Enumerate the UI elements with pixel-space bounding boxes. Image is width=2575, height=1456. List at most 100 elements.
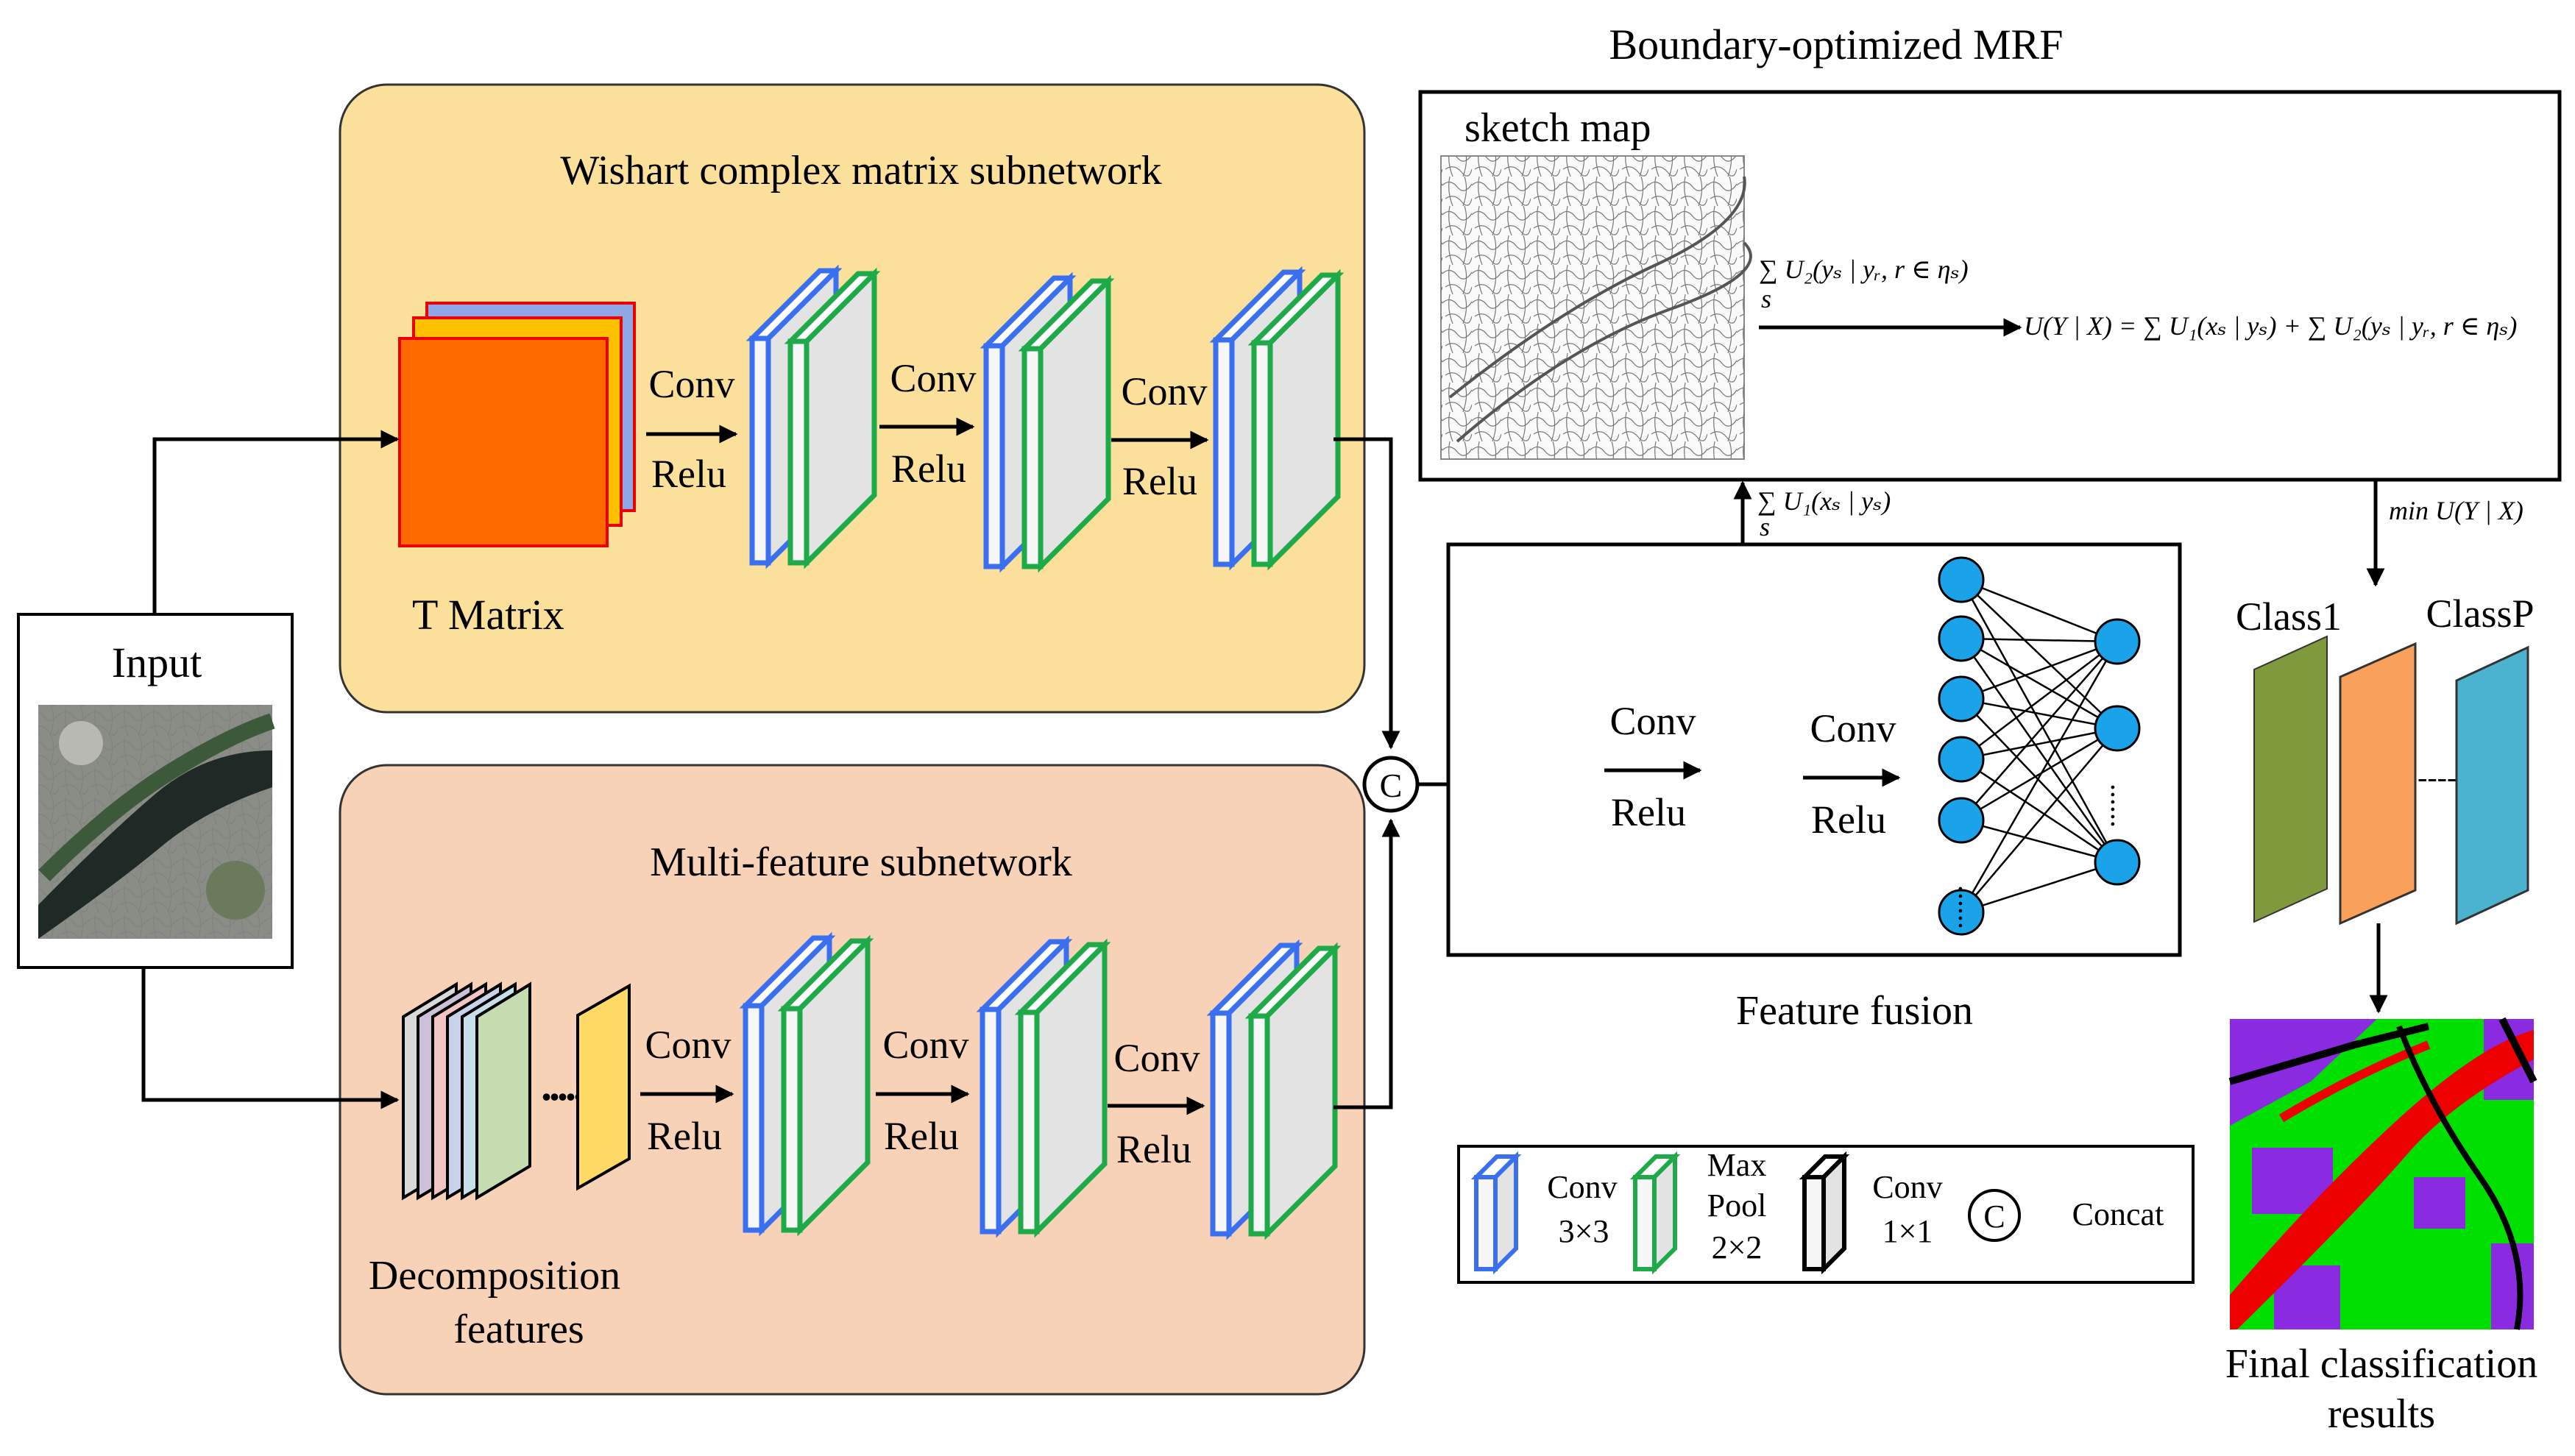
legend-conv1-line1: Conv: [1872, 1169, 1942, 1205]
nn-connection: [1961, 637, 2118, 730]
sketch-map-image: [1440, 155, 1752, 460]
neuron-icon: [1938, 797, 1985, 844]
decomposition-feature-stack: [402, 981, 531, 1201]
energy-formula: U(Y | X) = ∑ U₁(xₛ | yₛ) + ∑ U₂(yₛ | yᵣ,…: [2024, 311, 2517, 341]
arrow-icon: [1333, 437, 1400, 750]
neuron-icon: [1938, 736, 1985, 783]
nn-connection: [1961, 861, 2118, 914]
conv-label-m1: Conv: [645, 1023, 731, 1067]
nn-connection: [1961, 579, 2118, 729]
feature-fusion-label: Feature fusion: [1736, 988, 1973, 1034]
arrow-icon: [1333, 818, 1400, 1109]
maxpool-block: [1014, 938, 1111, 1238]
min-u-formula: min U(Y | X): [2389, 496, 2523, 525]
nn-input-ellipsis: ......: [1952, 885, 1986, 929]
input-sar-image: [38, 705, 275, 939]
final-classification-map: [2228, 1017, 2537, 1330]
relu-label-w1: Relu: [651, 452, 726, 496]
maxpool-block: [1247, 269, 1345, 571]
nn-connection: [1961, 698, 2118, 863]
relu-label-w2: Relu: [891, 447, 966, 491]
feature-fusion-panel: [1446, 542, 2182, 957]
legend-conv1x1-icon: [1799, 1151, 1850, 1275]
nn-connection: [1961, 727, 2118, 822]
nn-connection: [1961, 640, 2118, 700]
conv-label-w1: Conv: [648, 362, 734, 406]
arrow-icon: [152, 430, 400, 614]
multifeature-panel-title: Multi-feature subnetwork: [650, 839, 1072, 885]
fusion-conv-label-1: Conv: [1609, 699, 1696, 743]
legend-pool-line1: Max: [1707, 1147, 1767, 1183]
class-map-2: [2339, 642, 2417, 926]
decomposition-label-line1: Decomposition: [369, 1253, 620, 1299]
maxpool-block: [784, 267, 881, 569]
nn-connection: [1961, 641, 2118, 760]
decomposition-feature-layer: [475, 981, 531, 1201]
concat-symbol: C: [1380, 767, 1403, 804]
wishart-panel-title: Wishart complex matrix subnetwork: [560, 148, 1161, 193]
nn-connection: [1961, 727, 2118, 761]
legend-concat-label: Concat: [2072, 1196, 2164, 1232]
relu-label-m3: Relu: [1116, 1127, 1191, 1171]
neuron-icon: [1938, 556, 1985, 603]
sum-u2-formula: ∑ U₂(yₛ | yᵣ, r ∈ ηₛ): [1759, 255, 1969, 284]
neuron-icon: [1938, 889, 1985, 936]
nn-connection: [1961, 758, 2118, 864]
conv-label-m3: Conv: [1113, 1036, 1200, 1080]
nn-connection: [1960, 579, 2119, 863]
nn-connection: [1961, 637, 2118, 643]
relu-label-m1: Relu: [647, 1114, 722, 1158]
arrow-icon: [141, 967, 400, 1109]
t-matrix-stack: [398, 302, 636, 547]
legend-conv3x3-icon: [1470, 1151, 1522, 1275]
legend-maxpool-icon: [1629, 1151, 1681, 1275]
input-label: Input: [112, 639, 202, 686]
class-map-P: [2455, 645, 2529, 926]
legend-pool-line2: Pool: [1707, 1187, 1767, 1224]
nn-connection: [1961, 641, 2118, 821]
relu-label-w3: Relu: [1122, 459, 1197, 503]
relu-label-m2: Relu: [884, 1114, 959, 1158]
legend-conv3-line2: 3×3: [1559, 1213, 1609, 1249]
fusion-relu-label-2: Relu: [1811, 798, 1886, 842]
sketch-map-label: sketch map: [1464, 105, 1651, 151]
conv-label-w2: Conv: [890, 356, 976, 400]
nn-connection: [1961, 697, 2118, 730]
neuron-icon: [1938, 675, 1985, 722]
legend-icons: [1470, 1151, 1850, 1275]
multifeature-conv-stages: Conv Relu Conv Relu Conv Relu: [640, 1023, 1205, 1171]
concat-icon: [1968, 1189, 2021, 1242]
maxpool-block: [777, 934, 874, 1237]
final-results-label-line2: results: [2328, 1391, 2435, 1437]
conv-label-m2: Conv: [882, 1023, 968, 1067]
conv-label-w3: Conv: [1121, 369, 1207, 413]
nn-connection: [1961, 578, 2118, 643]
maxpool-block: [1018, 274, 1115, 573]
neuron-icon: [1938, 615, 1985, 662]
decomposition-label-line2: features: [453, 1307, 584, 1352]
wishart-conv-stages: Conv Relu Conv Relu Conv Relu: [646, 356, 1209, 503]
t-matrix-label: T Matrix: [412, 591, 564, 639]
sum-u2-index: s: [1761, 284, 1771, 313]
classP-label: ClassP: [2426, 592, 2534, 636]
neuron-icon: [2094, 618, 2141, 665]
neuron-icon: [2094, 839, 2141, 886]
nn-connection: [1961, 728, 2118, 913]
class-map-1: [2253, 635, 2328, 923]
legend-conv3-line1: Conv: [1547, 1169, 1617, 1205]
fully-connected-network: [1938, 556, 2141, 936]
nn-connection: [1960, 641, 2119, 913]
class1-label: Class1: [2236, 594, 2342, 639]
decomposition-selected-feature: [576, 983, 631, 1191]
nn-output-ellipsis: ......: [2105, 784, 2138, 828]
neuron-icon: [2094, 705, 2141, 752]
legend-conv1-line2: 1×1: [1882, 1213, 1933, 1249]
diagram-title: Boundary-optimized MRF: [1609, 21, 2063, 68]
sum-u1-formula: ∑ U₁(xₛ | yₛ): [1757, 486, 1891, 516]
nn-connection: [1961, 819, 2118, 864]
nn-connection: [1960, 638, 2119, 863]
concat-node: C: [1362, 756, 1420, 813]
final-results-label-line1: Final classification: [2225, 1341, 2538, 1387]
sum-u1-index: s: [1760, 512, 1770, 541]
